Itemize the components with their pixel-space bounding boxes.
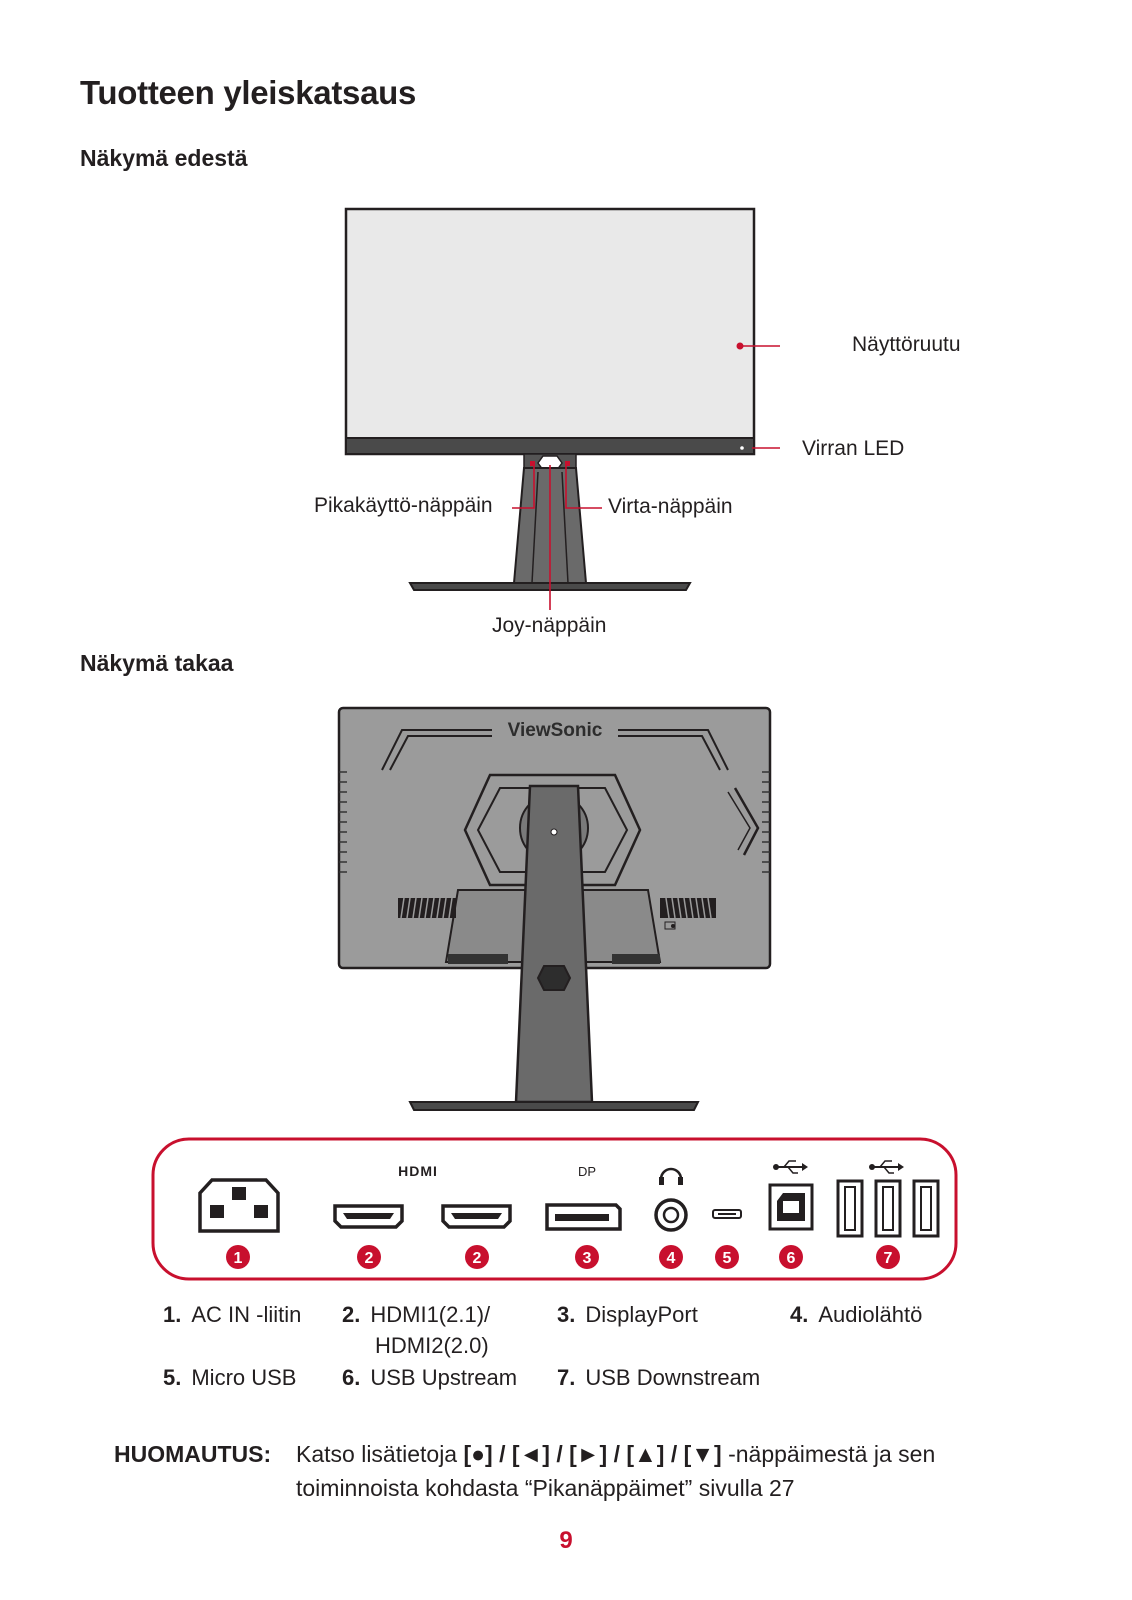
- note-text-before: Katso lisätietoja: [296, 1441, 464, 1467]
- displayport-icon: [545, 1203, 622, 1231]
- legend-item-5: 5. Micro USB: [163, 1365, 296, 1391]
- usb-symbol-icon-2: [869, 1160, 904, 1174]
- badge-2a: 2: [365, 1250, 374, 1267]
- note-text-after: -näppäimestä ja sen toiminnoista kohdast…: [296, 1441, 936, 1501]
- badge-4: 4: [667, 1250, 676, 1267]
- legend-num: 4.: [790, 1302, 809, 1327]
- note-keys: [●] / [◄] / [►] / [▲] / [▼]: [463, 1441, 722, 1467]
- legend-num: 7.: [557, 1365, 576, 1390]
- badge-1: 1: [234, 1250, 243, 1267]
- headphone-icon: [659, 1167, 683, 1185]
- usb-symbol-icon: [773, 1160, 808, 1174]
- usb-downstream-ports-icon: [836, 1179, 940, 1238]
- legend-text: USB Downstream: [585, 1365, 761, 1390]
- legend-item-6: 6. USB Upstream: [342, 1365, 517, 1391]
- legend-num: 5.: [163, 1365, 182, 1390]
- legend-text: AC IN -liitin: [191, 1302, 302, 1327]
- legend-item-7: 7. USB Downstream: [557, 1365, 760, 1391]
- badge-6: 6: [787, 1250, 796, 1267]
- micro-usb-port-icon: [712, 1209, 742, 1219]
- legend-text: DisplayPort: [585, 1302, 698, 1327]
- usb-upstream-port-icon: [768, 1183, 814, 1231]
- rear-view-heading: Näkymä takaa: [80, 650, 234, 676]
- legend-item-4: 4. Audiolähtö: [790, 1302, 922, 1328]
- note-label: HUOMAUTUS:: [114, 1441, 272, 1467]
- page-number: 9: [559, 1527, 573, 1554]
- legend-num: 1.: [163, 1302, 182, 1327]
- hdmi1-port-icon: [333, 1204, 404, 1229]
- legend-text: Audiolähtö: [818, 1302, 923, 1327]
- legend-num: 3.: [557, 1302, 576, 1327]
- legend-item-2: 2. HDMI1(2.1)/: [342, 1302, 490, 1328]
- front-view-heading: Näkymä edestä: [80, 145, 248, 171]
- page-title: Tuotteen yleiskatsaus: [80, 74, 417, 111]
- callout-power-key: Virta-näppäin: [608, 495, 733, 518]
- legend-text: HDMI1(2.1)/: [370, 1302, 491, 1327]
- badge-2b: 2: [473, 1250, 482, 1267]
- front-monitor-illustration: [344, 207, 780, 610]
- legend-item-3: 3. DisplayPort: [557, 1302, 698, 1328]
- dp-label: DP: [578, 1164, 596, 1179]
- ac-in-port-icon: [198, 1178, 280, 1233]
- legend-item-2-line2: HDMI2(2.0): [375, 1333, 489, 1358]
- note-text: Katso lisätietoja [●] / [◄] / [►] / [▲] …: [296, 1437, 1056, 1505]
- ports-panel: HDMI DP: [151, 1137, 958, 1281]
- legend-item-1: 1. AC IN -liitin: [163, 1302, 301, 1328]
- legend-num: 2.: [342, 1302, 361, 1327]
- callout-joy-key: Joy-näppäin: [492, 614, 607, 637]
- number-badges: 1 2 2 3 4 5 6 7: [226, 1245, 900, 1269]
- audio-out-port-icon: [654, 1198, 688, 1232]
- callout-quick-access-key: Pikakäyttö-näppäin: [314, 494, 493, 517]
- callout-screen: Näyttöruutu: [852, 333, 961, 356]
- legend-text: USB Upstream: [370, 1365, 518, 1390]
- hdmi2-port-icon: [441, 1204, 512, 1229]
- hdmi-label: HDMI: [398, 1163, 438, 1179]
- brand-logo: ViewSonic: [508, 720, 603, 741]
- legend-num: 6.: [342, 1365, 361, 1390]
- badge-3: 3: [583, 1250, 592, 1267]
- rear-monitor-illustration: ViewSonic: [337, 706, 772, 1111]
- legend-text: Micro USB: [191, 1365, 297, 1390]
- callout-power-led: Virran LED: [802, 437, 905, 460]
- badge-7: 7: [884, 1250, 893, 1267]
- badge-5: 5: [723, 1250, 732, 1267]
